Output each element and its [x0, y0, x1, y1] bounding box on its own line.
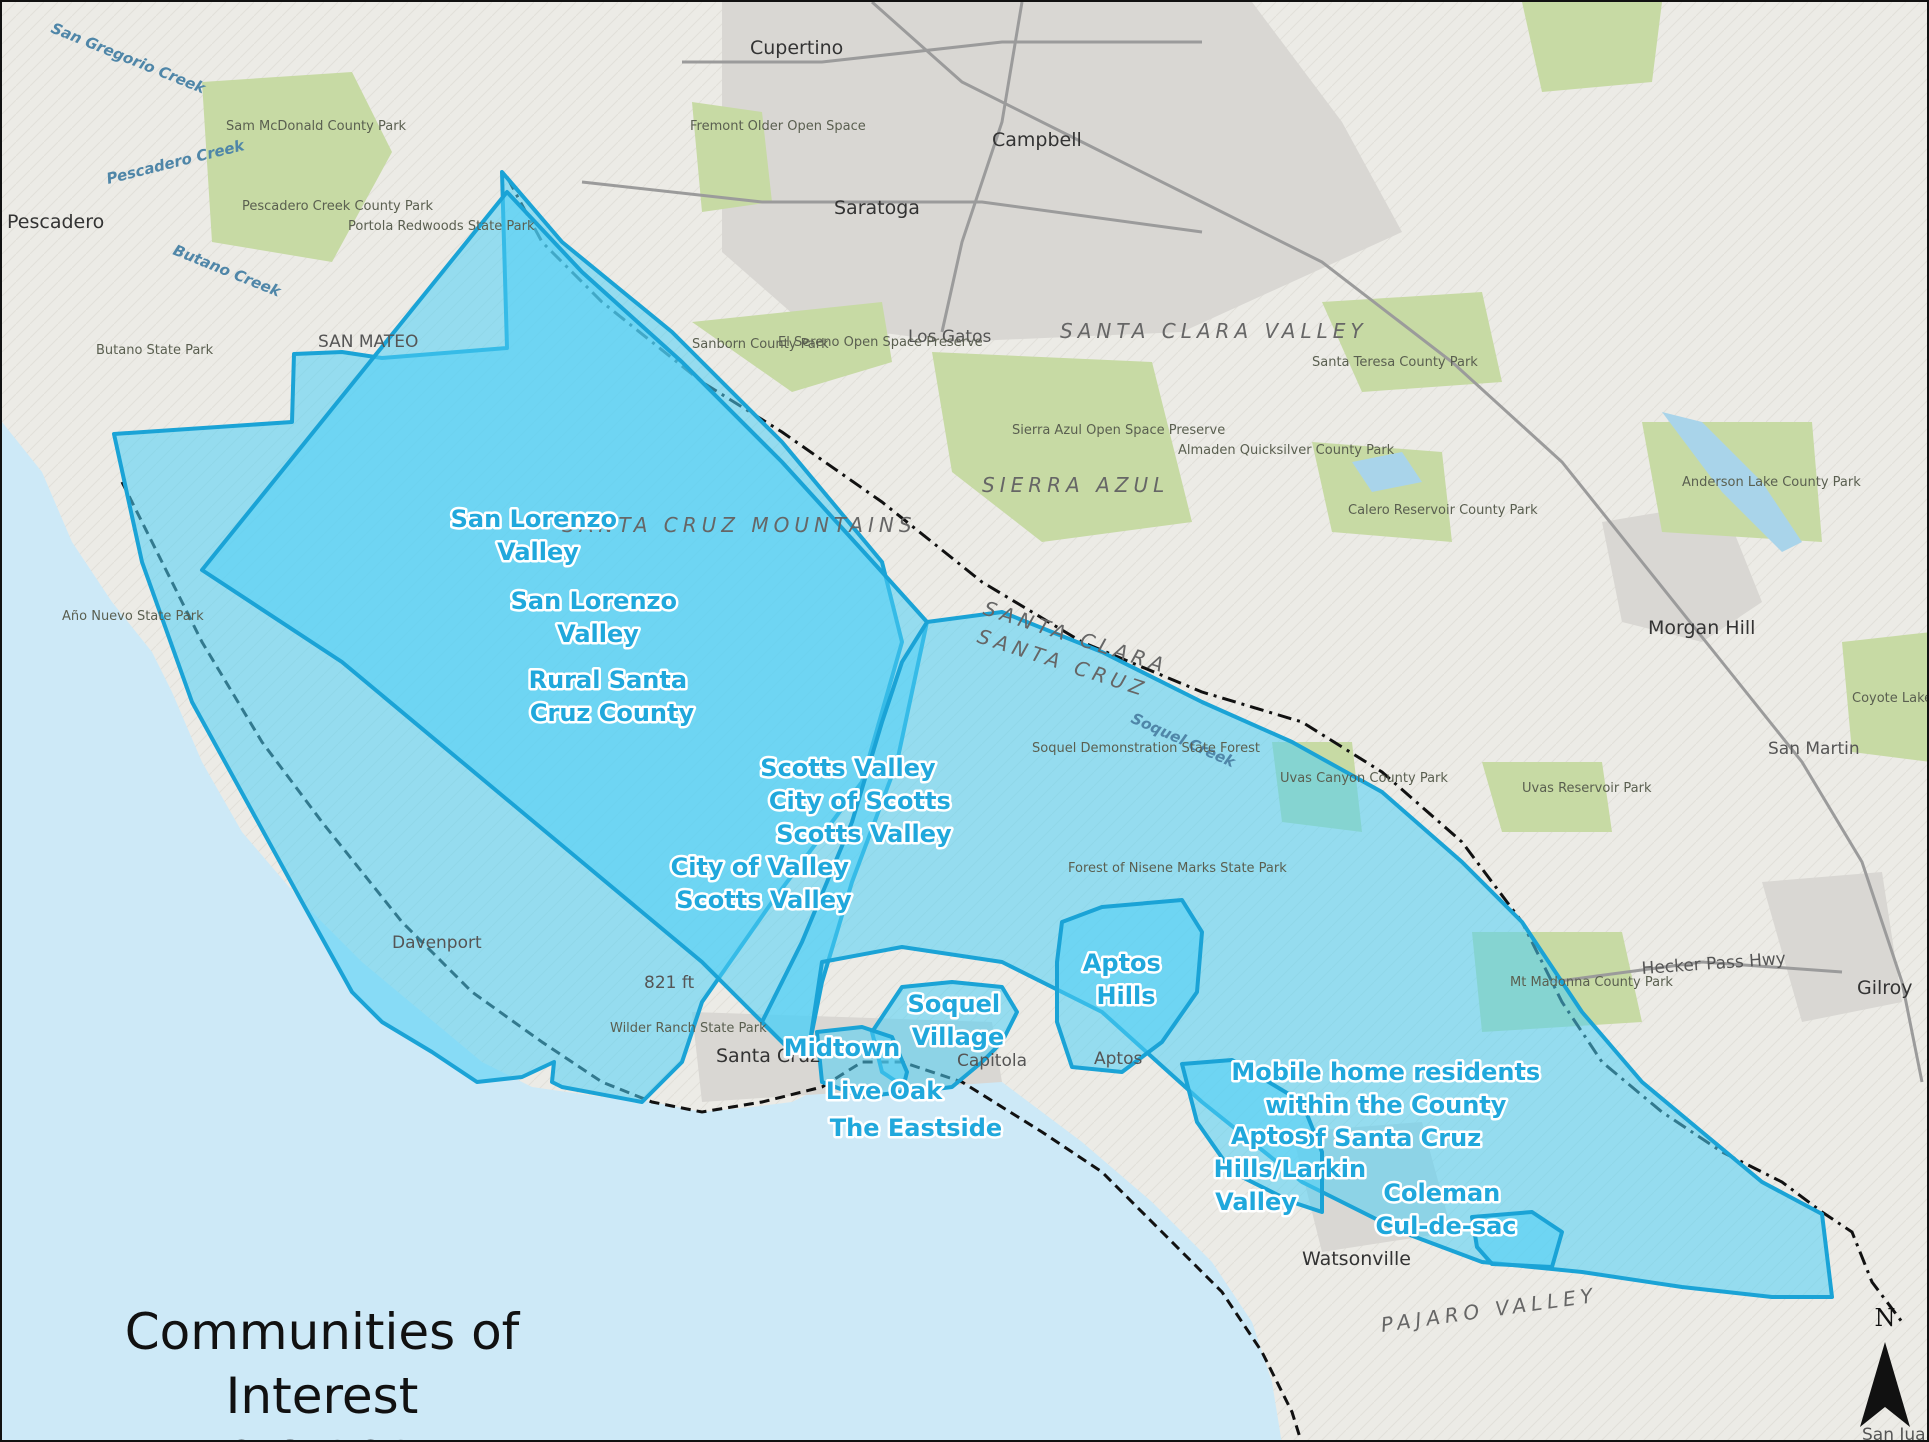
urban-area-santa-clara [722, 2, 1402, 342]
label-uvas-canyon: Uvas Canyon County Park [1280, 771, 1448, 786]
map-title-date: 10/8/2021 [32, 1428, 612, 1440]
label-ano-nuevo: Año Nuevo State Park [62, 609, 204, 624]
coi-label-san-lorenzo-valley-2: San Lorenzo Valley [511, 587, 686, 648]
label-sanborn: Sanborn County Park [692, 337, 829, 352]
label-nisene-marks: Forest of Nisene Marks State Park [1068, 861, 1287, 876]
label-gilroy: Gilroy [1857, 977, 1913, 999]
north-arrow-icon: N [1860, 1304, 1910, 1427]
label-fremont-older: Fremont Older Open Space [690, 119, 866, 134]
urban-area-gilroy [1762, 872, 1902, 1022]
label-capitola: Capitola [957, 1051, 1027, 1071]
county-line-coast [120, 481, 1303, 1440]
label-campbell: Campbell [992, 129, 1082, 151]
label-pescadero: Pescadero [7, 211, 104, 233]
coi-label-coleman: Coleman Cul-de-sac [1375, 1179, 1516, 1240]
label-santa-cruz-city: Santa Cruz [716, 1045, 820, 1067]
label-santa-teresa: Santa Teresa County Park [1312, 355, 1478, 370]
label-soquel-demo: Soquel Demonstration State Forest [1032, 741, 1260, 756]
coi-label-san-lorenzo-valley-1: San Lorenzo Valley [451, 505, 626, 566]
map-title-line1: Communities of Interest [124, 1303, 520, 1425]
park-el-sereno [692, 302, 892, 392]
coi-label-soquel-village: Soquel Village [908, 990, 1009, 1051]
label-almaden: Almaden Quicksilver County Park [1178, 443, 1395, 458]
label-santa-cruz-mountains: SANTA CRUZ MOUNTAINS [562, 513, 917, 537]
ocean [2, 422, 1282, 1440]
label-cupertino: Cupertino [750, 37, 843, 59]
coi-label-city-of-scotts-valley-2: City of Valley Scotts Valley [671, 853, 858, 914]
park-calero [1312, 442, 1452, 542]
label-sam-mcdonald: Sam McDonald County Park [226, 119, 407, 134]
label-coyote-lake: Coyote Lake County Park [1852, 691, 1929, 706]
label-sierra-azul: SIERRA AZUL [982, 473, 1169, 497]
label-san-martin: San Martin [1768, 739, 1860, 759]
label-butano: Butano State Park [96, 343, 214, 358]
coi-label-the-eastside: The Eastside [830, 1114, 1002, 1142]
lake-calero [1352, 452, 1422, 492]
park-area-west [202, 72, 392, 262]
coi-label-scotts-valley: Scotts Valley [760, 754, 936, 782]
park-uvas [1482, 762, 1612, 832]
coi-polygon-aptos-larkin[interactable] [1180, 1058, 1324, 1214]
park-north [1522, 2, 1662, 92]
north-label: N [1875, 1304, 1896, 1332]
coi-polygon-east-county[interactable] [760, 610, 1834, 1299]
label-san-juan: San Juan [1862, 1425, 1929, 1442]
label-wilder-ranch: Wilder Ranch State Park [610, 1021, 767, 1036]
label-calero: Calero Reservoir County Park [1348, 503, 1538, 518]
coi-polygon-aptos-hills[interactable] [1055, 898, 1204, 1074]
label-santa-clara-valley: SANTA CLARA VALLEY [1060, 319, 1368, 343]
coi-label-midtown: Midtown [784, 1034, 901, 1062]
coi-label-aptos-hills: Aptos Hills [1083, 949, 1169, 1010]
label-san-mateo: SAN MATEO [318, 332, 418, 352]
label-pescadero-park: Pescadero Creek County Park [242, 199, 433, 214]
coi-polygon-san-lorenzo[interactable] [200, 190, 929, 1054]
urban-area-morgan-hill [1602, 502, 1762, 642]
park-sierra-azul [932, 352, 1192, 542]
label-davenport: Davenport [392, 933, 482, 953]
park-coyote-lake [1842, 632, 1927, 762]
coi-polygon-coleman[interactable] [1470, 1210, 1564, 1269]
coi-label-mobile-home: Mobile home residents within the County … [1231, 1058, 1548, 1152]
highways [581, 2, 1924, 1083]
lake-anderson [1662, 412, 1802, 552]
label-watsonville: Watsonville [1302, 1248, 1411, 1270]
coi-label-rural-santa-cruz: Rural Santa Cruz County [529, 666, 696, 727]
coi-labels: San Lorenzo Valley San Lorenzo Valley Ru… [448, 503, 1548, 1243]
coi-label-aptos-hills-larkin: Aptos Hills/Larkin Valley [1214, 1122, 1375, 1216]
label-mt-madonna: Mt Madonna County Park [1510, 975, 1673, 990]
label-anderson: Anderson Lake County Park [1682, 475, 1861, 490]
park-fremont-older [692, 102, 772, 212]
label-aptos: Aptos [1094, 1049, 1142, 1069]
label-morgan-hill: Morgan Hill [1648, 617, 1755, 639]
coi-polygon-midtown[interactable] [815, 1025, 909, 1099]
label-uvas-reservoir: Uvas Reservoir Park [1522, 781, 1652, 796]
map-title: Communities of Interest 10/8/2021 [32, 1300, 612, 1440]
label-los-gatos: Los Gatos [908, 327, 991, 347]
coi-label-city-of-scotts-valley-1: City of Scotts Scotts Valley [769, 787, 959, 848]
label-el-sereno: El Sereno Open Space Preserve [778, 335, 983, 350]
label-sierra-azul-preserve: Sierra Azul Open Space Preserve [1012, 423, 1225, 438]
coi-label-live-oak: Live Oak [826, 1077, 943, 1105]
label-elevation: 821 ft [644, 973, 695, 993]
label-saratoga: Saratoga [834, 197, 920, 219]
label-portola: Portola Redwoods State Park [348, 219, 535, 234]
